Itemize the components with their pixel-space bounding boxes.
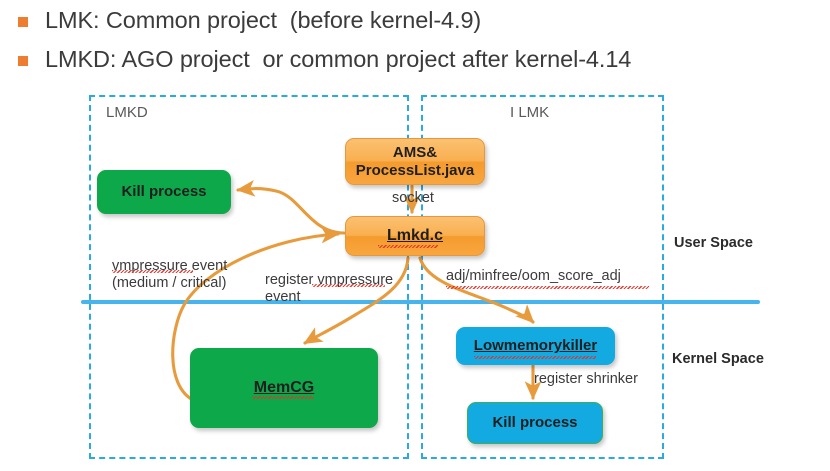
list-item: LMKD: AGO project or common project afte… [0, 45, 830, 74]
spellcheck-squiggle [112, 270, 193, 273]
spellcheck-squiggle [252, 396, 314, 399]
node-lowmemorykiller[interactable]: Lowmemorykiller [456, 327, 615, 365]
edge-label-socket: socket [392, 190, 434, 206]
spellcheck-squiggle [446, 286, 649, 289]
user-kernel-space-divider [81, 300, 760, 304]
node-kill-process-kernel[interactable]: Kill process [467, 402, 603, 444]
node-memcg[interactable]: MemCG [190, 348, 378, 428]
edge-label-register-vmpressure: register vmpressure event [265, 272, 394, 306]
node-kill-process-user[interactable]: Kill process [97, 170, 231, 214]
node-label: Kill process [121, 183, 207, 201]
bullet-list: LMK: Common project (before kernel-4.9) … [0, 0, 830, 84]
node-label: Lmkd.c [386, 226, 443, 244]
node-lmkd-c[interactable]: Lmkd.c [345, 216, 485, 256]
spellcheck-squiggle [378, 245, 438, 248]
node-label: MemCG [253, 378, 315, 396]
node-label: Kill process [492, 414, 578, 432]
list-item: LMK: Common project (before kernel-4.9) [0, 6, 830, 35]
panel-label-lmk: I LMK [510, 104, 550, 121]
edge-label-register-shrinker: register shrinker [534, 371, 638, 387]
bullet-text: LMKD: AGO project or common project afte… [45, 46, 632, 73]
node-ams-processlist[interactable]: AMS& ProcessList.java [345, 138, 485, 185]
bullet-text: LMK: Common project (before kernel-4.9) [45, 7, 482, 33]
bullet-square-icon [18, 56, 28, 67]
panel-label-lmkd: LMKD [106, 104, 148, 121]
node-label: AMS& ProcessList.java [355, 144, 475, 179]
bullet-square-icon [18, 17, 28, 27]
edge-label-adj-minfree: adj/minfree/oom_score_adj [446, 268, 621, 284]
label-kernel-space: Kernel Space [672, 351, 764, 367]
label-user-space: User Space [674, 235, 753, 251]
spellcheck-squiggle [474, 356, 596, 359]
edge-label-vmpressure-event: vmpressure event (medium / critical) [112, 258, 228, 292]
node-label: Lowmemorykiller [473, 337, 598, 355]
spellcheck-squiggle [312, 284, 385, 287]
